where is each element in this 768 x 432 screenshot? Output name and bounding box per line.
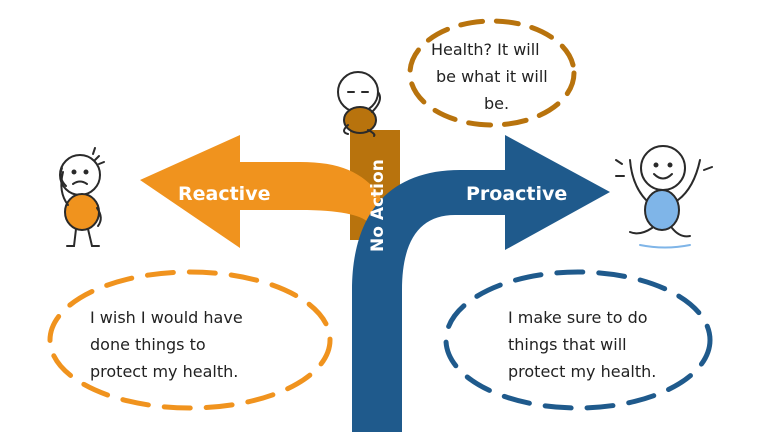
worried-person-icon [59, 147, 105, 247]
happy-jumping-person-icon [615, 145, 713, 249]
right-thought-bubble [443, 269, 713, 411]
left-thought-bubble [47, 269, 333, 411]
top-thought-line-1: Health? It will [431, 40, 540, 59]
sitting-person-icon [337, 71, 381, 137]
left-thought-line-1: I wish I would have [90, 308, 243, 327]
reactive-arrow [140, 135, 380, 248]
left-thought-line-2: done things to [90, 335, 206, 354]
top-thought-line-3: be. [484, 94, 509, 113]
left-thought-line-3: protect my health. [90, 362, 238, 381]
proactive-arrow [352, 135, 610, 432]
right-thought-line-2: things that will [508, 335, 627, 354]
right-thought-line-3: protect my health. [508, 362, 656, 381]
top-thought-bubble [407, 18, 577, 128]
no-action-label: No Action [368, 159, 388, 252]
reactive-label: Reactive [178, 183, 270, 205]
proactive-label: Proactive [466, 183, 567, 205]
top-thought-line-2: be what it will [436, 67, 548, 86]
right-thought-line-1: I make sure to do [508, 308, 648, 327]
